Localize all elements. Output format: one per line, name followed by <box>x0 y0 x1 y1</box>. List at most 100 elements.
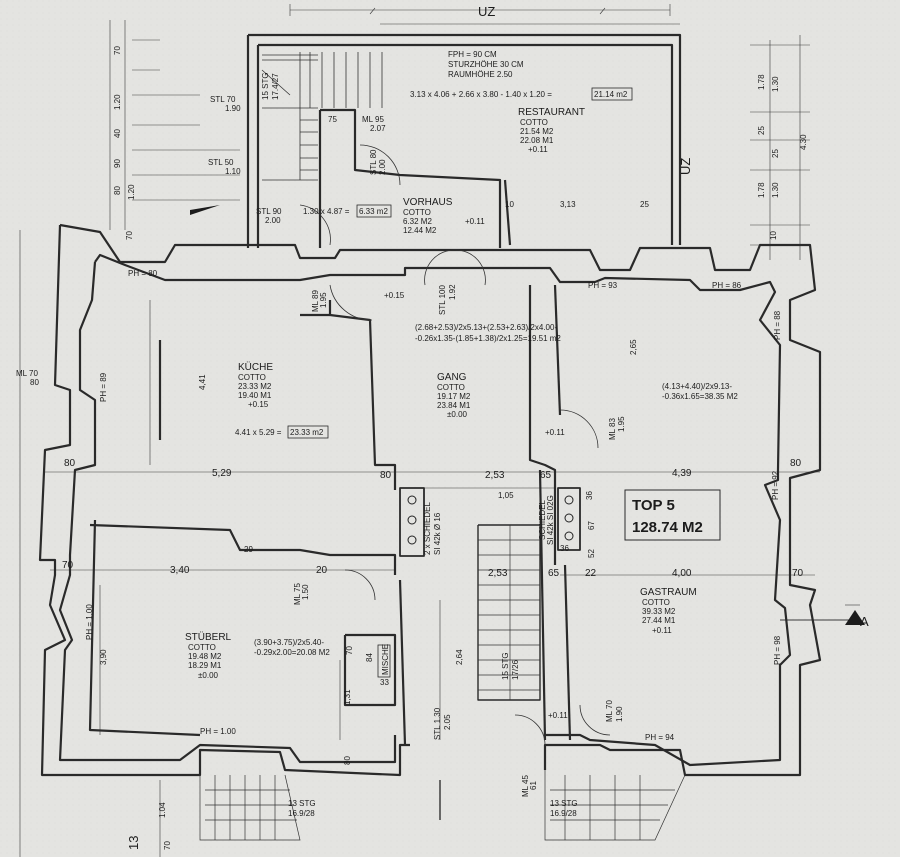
restaurant-level: +0.11 <box>528 145 548 154</box>
vorhaus-formula: 1.30 x 4.87 = <box>303 207 350 216</box>
dim-65a: 65 <box>540 470 552 481</box>
dim-20: 20 <box>316 565 328 576</box>
kueche-formula-result: 23.33 m2 <box>290 428 324 437</box>
dim-10: 10 <box>505 200 514 209</box>
label-ml83: ML 83 <box>608 418 617 440</box>
dim-70l: 70 <box>113 46 122 55</box>
formula-boxes <box>287 87 633 678</box>
restaurant-note-fph: FPH = 90 CM <box>448 50 497 59</box>
label-ml89: ML 89 <box>311 290 320 312</box>
dim-178: 1.78 <box>757 74 766 90</box>
label-ph98: PH = 98 <box>773 635 782 665</box>
label-ph93: PH = 93 <box>588 281 618 290</box>
vorhaus-formula-result: 6.33 m2 <box>359 207 388 216</box>
label-61: 61 <box>529 781 538 790</box>
label-schiedel-left: 2 x SCHIEDEL <box>423 502 432 555</box>
top5-area: 128.74 M2 <box>632 519 703 536</box>
stair-middle-ratio: 17/26 <box>511 659 520 680</box>
dim-29: 29 <box>244 545 253 554</box>
dim-400: 4,00 <box>672 568 692 579</box>
restaurant-floor: COTTO <box>520 118 548 127</box>
label-stl80: STL 80 <box>369 149 378 175</box>
label-ph94: PH = 94 <box>645 733 675 742</box>
label-schiedel-right: SCHIEDEL <box>538 499 547 540</box>
dim-340: 3,40 <box>170 565 190 576</box>
dim-84: 84 <box>365 653 374 662</box>
dim-22: 22 <box>585 568 597 579</box>
stair-bl-count: 13 STG <box>288 799 316 808</box>
gang-name: GANG <box>437 372 467 383</box>
dimension-lines <box>19 4 860 857</box>
dim-439: 4,39 <box>672 468 692 479</box>
gang-floor: COTTO <box>437 383 465 392</box>
label-150: 1.50 <box>301 584 310 600</box>
dim-430: 4.30 <box>799 134 808 150</box>
dim-75: 75 <box>328 115 337 124</box>
mische-label: MISCHE <box>381 644 390 675</box>
label-ph89: PH = 89 <box>99 372 108 402</box>
dim-104: 1.04 <box>158 802 167 818</box>
dim-90: 90 <box>113 159 122 168</box>
stueberl-formula-1: (3.90+3.75)/2x5.40- <box>254 638 324 647</box>
label-195b: 1.95 <box>617 416 626 432</box>
kueche-area: 23.33 M2 <box>238 382 272 391</box>
top5-formula-1: (4.13+4.40)/2x9.13- <box>662 382 732 391</box>
stueberl-formula-2: -0.29x2.00=20.08 M2 <box>254 648 330 657</box>
stair-br-count: 13 STG <box>550 799 578 808</box>
restaurant-formula: 3.13 x 4.06 + 2.66 x 3.80 - 1.40 x 1.20 … <box>410 90 552 99</box>
stair-top-count: 15 STG <box>261 72 270 100</box>
label-stl130: STL 1.30 <box>433 707 442 740</box>
top5-title: TOP 5 <box>632 497 675 514</box>
section-arrow-icon <box>845 610 865 625</box>
dim-25c: 25 <box>771 149 780 158</box>
label-190b: 1.90 <box>615 706 624 722</box>
north-arrow-icon <box>190 205 220 215</box>
dim-130: 1.30 <box>771 76 780 92</box>
dim-70n: 70 <box>163 841 172 850</box>
gastraum-perimeter: 27.44 M1 <box>642 616 676 625</box>
label-stl90: STL 90 <box>256 207 282 216</box>
restaurant-name: RESTAURANT <box>518 107 585 118</box>
stueberl-name: STÜBERL <box>185 631 232 643</box>
gastraum-floor: COTTO <box>642 598 670 607</box>
label-190: 1.90 <box>225 104 241 113</box>
restaurant-area: 21.54 M2 <box>520 127 554 136</box>
door-swings <box>299 144 611 746</box>
dim-80c: 80 <box>790 458 802 469</box>
top5-formula-2: -0.36x1.65=38.35 M2 <box>662 392 738 401</box>
kueche-floor: COTTO <box>238 373 266 382</box>
vorhaus-level: +0.11 <box>465 217 485 226</box>
dim-441: 4,41 <box>198 374 207 390</box>
label-ph100b: PH = 1.00 <box>200 727 236 736</box>
stair-bl-ratio: 16.9/28 <box>288 809 315 818</box>
gastraum-area: 39.33 M2 <box>642 607 676 616</box>
gastraum-level: +0.11 <box>652 626 672 635</box>
label-205: 2.05 <box>443 714 452 730</box>
gastraum-name: GASTRAUM <box>640 587 697 598</box>
dim-70a: 70 <box>62 560 74 571</box>
dim-33: 33 <box>380 678 389 687</box>
label-207: 2.07 <box>370 124 386 133</box>
label-192: 1.92 <box>448 284 457 300</box>
uz-side-label: UZ <box>678 158 693 175</box>
kueche-level: +0.15 <box>248 400 269 409</box>
label-ml70b: ML 70 <box>605 700 614 722</box>
chimney-flues <box>407 495 574 545</box>
dim-52: 52 <box>587 549 596 558</box>
label-ph92: PH = 92 <box>771 470 780 500</box>
stueberl-floor: COTTO <box>188 643 216 652</box>
stair-middle-count: 15 STG <box>501 652 510 680</box>
stair-top-ratio: 17.4/27 <box>271 73 280 100</box>
dim-253a: 2,53 <box>485 470 505 481</box>
stueberl-area: 19.48 M2 <box>188 652 222 661</box>
dim-25: 25 <box>640 200 649 209</box>
dim-70m: 70 <box>125 231 134 240</box>
dim-65b: 65 <box>548 568 560 579</box>
dim-265: 2,65 <box>629 339 638 355</box>
dim-10b: 10 <box>769 231 778 240</box>
label-200: 2.00 <box>265 216 281 225</box>
kueche-name: KÜCHE <box>238 361 273 373</box>
label-200b: 2.00 <box>378 159 387 175</box>
dim-80b: 80 <box>380 470 392 481</box>
